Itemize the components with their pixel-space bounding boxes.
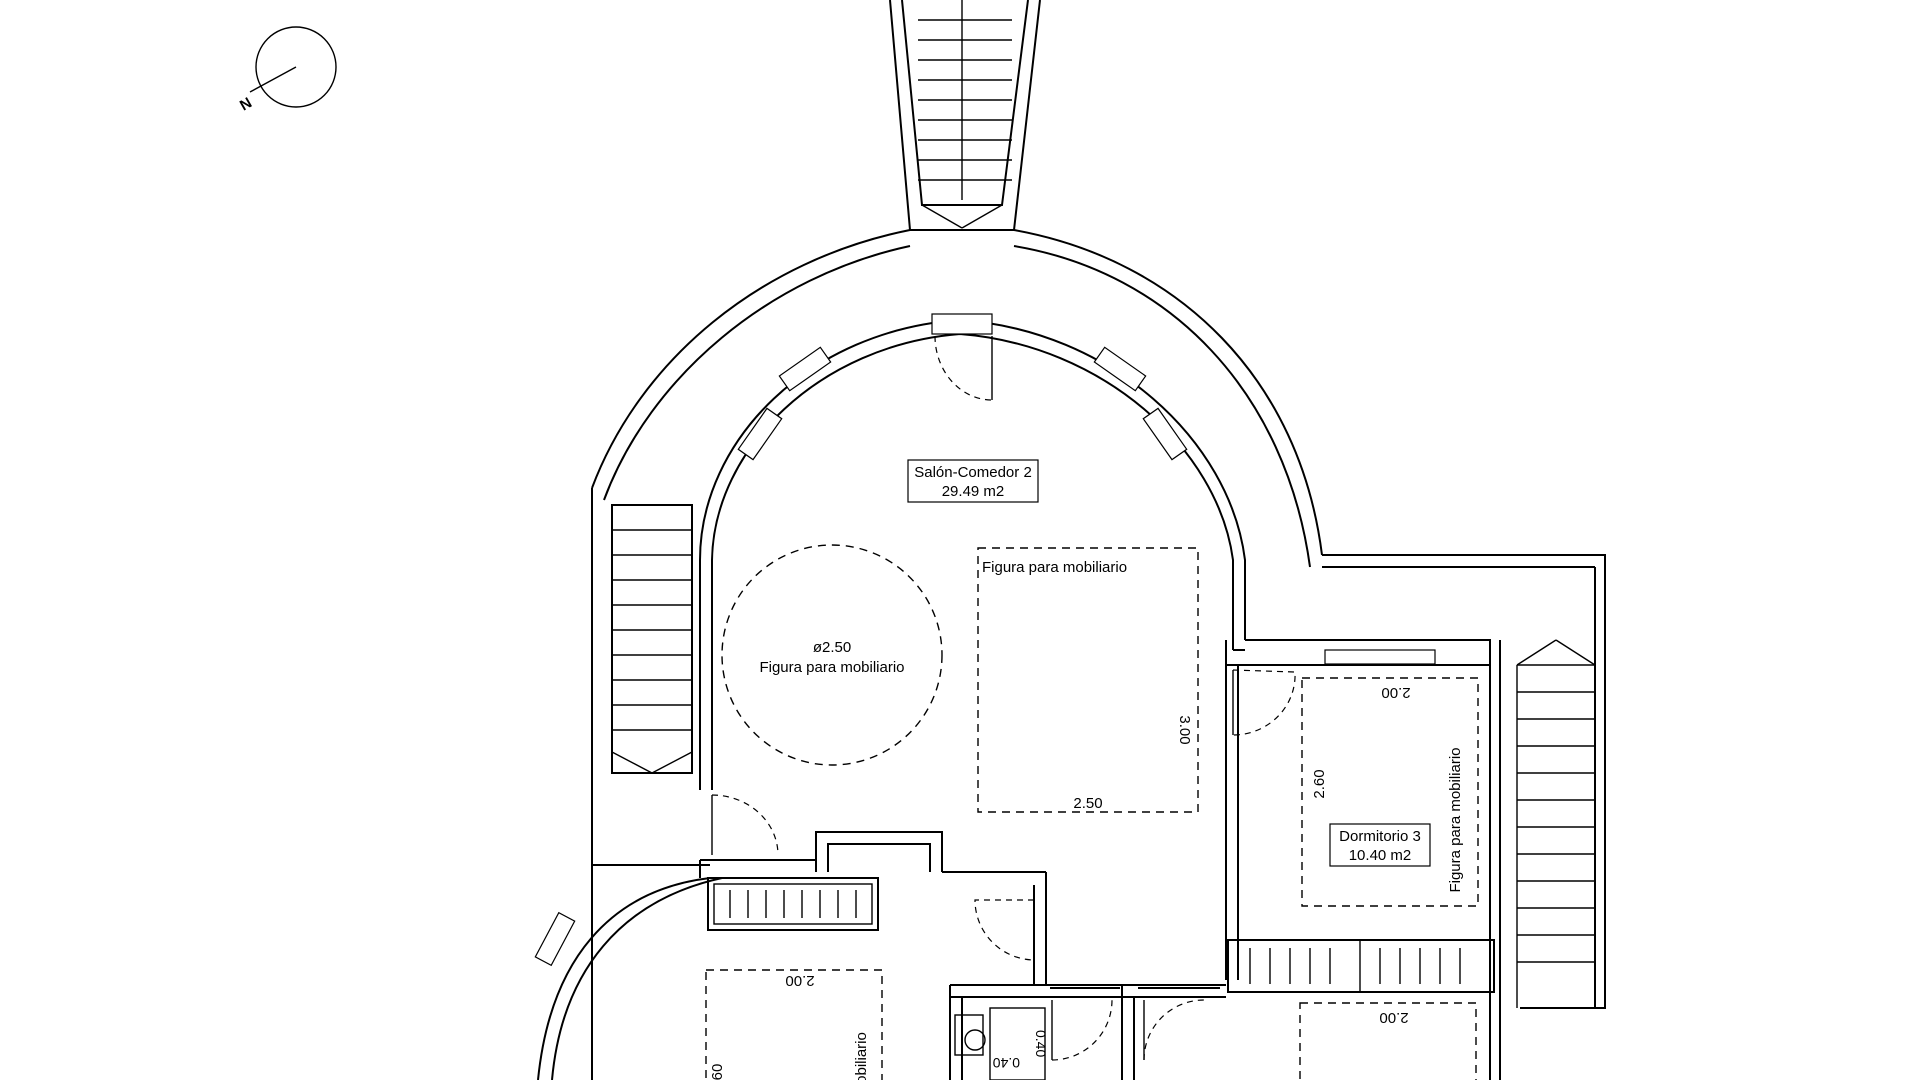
entrance-stair: [889, 0, 1041, 231]
salon-entry-door: [934, 335, 993, 401]
room-salon-area: 29.49 m2: [942, 483, 1005, 500]
doors: [711, 669, 1296, 1061]
wardrobe-right: [1227, 939, 1495, 993]
salon-walls: [699, 318, 1501, 990]
outer-walls: [591, 229, 1606, 1080]
north-compass-icon: N: [237, 26, 337, 115]
room-salon-name: Salón-Comedor 2: [914, 464, 1032, 481]
dormitorio3-furniture-figure: 2.00 2.60 Figura para mobiliario Dormito…: [1301, 677, 1479, 907]
wardrobe-left: [707, 877, 879, 931]
bath-fixture-width: 0.40: [993, 1055, 1020, 1071]
room-dormitorio3-area: 10.40 m2: [1349, 847, 1412, 864]
salon-furniture-label: Figura para mobiliario: [982, 559, 1127, 576]
salon-windows: [534, 313, 1188, 967]
north-label: N: [237, 94, 255, 114]
dorm3-furniture-height: 2.60: [1311, 769, 1328, 798]
round-table-figure: ø2.50 Figura para mobiliario: [721, 544, 943, 766]
bottom-left-furniture-label: obiliario: [853, 1032, 870, 1080]
bottom-right-furniture-figure: 2.00: [1299, 1002, 1477, 1080]
bottom-left-furniture-figure: 2.00 60 obiliario: [705, 969, 883, 1080]
round-table-label: Figura para mobiliario: [759, 659, 904, 676]
dormitorio3-window: [1324, 649, 1436, 665]
bath-fixture-height: 0.40: [1033, 1030, 1049, 1057]
bottom-right-furniture-width: 2.00: [1379, 1009, 1408, 1026]
round-table-diameter: ø2.50: [813, 639, 851, 656]
salon-furniture-height: 3.00: [1176, 715, 1193, 744]
room-dormitorio3-name: Dormitorio 3: [1339, 828, 1421, 845]
salon-furniture-figure: Figura para mobiliario 2.50 3.00: [977, 547, 1199, 813]
lower-walls: [537, 831, 1501, 1080]
room-salon-comedor: Salón-Comedor 2 29.49 m2: [907, 459, 1039, 503]
left-stair: [611, 504, 693, 774]
dorm3-furniture-label: Figura para mobiliario: [1447, 747, 1464, 892]
dorm3-furniture-width: 2.00: [1381, 684, 1410, 701]
bottom-left-furniture-width: 2.00: [785, 972, 814, 989]
right-stair: [1516, 639, 1596, 1008]
bottom-left-furniture-height: 60: [709, 1064, 726, 1080]
salon-furniture-width: 2.50: [1073, 795, 1102, 812]
bathroom: 0.40 0.40: [954, 1007, 1049, 1080]
